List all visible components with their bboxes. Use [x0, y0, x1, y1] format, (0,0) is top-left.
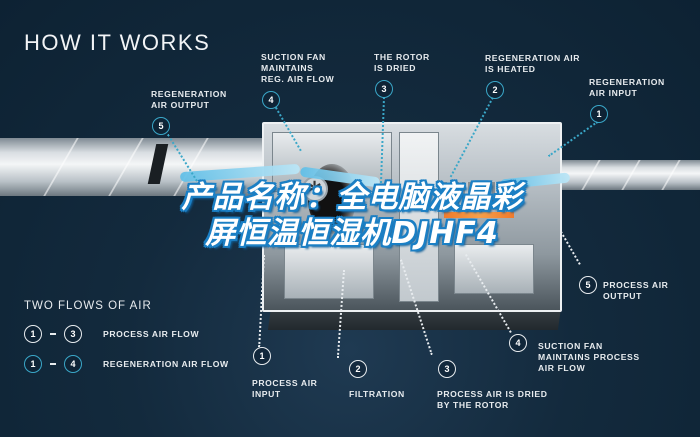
legend-badge-from: 1 [24, 325, 42, 343]
legend-badge-to: 3 [64, 325, 82, 343]
callout-badge-1: 1 [590, 105, 608, 123]
left-air-duct [0, 138, 275, 196]
page-title: HOW IT WORKS [24, 30, 211, 55]
legend-label: REGENERATION AIR FLOW [103, 359, 229, 369]
product-name-overlay: 产品名称：全电脑液晶彩 屏恒温恒湿机DJHF4 [92, 180, 612, 252]
legend-badge-to: 4 [64, 355, 82, 373]
callout-badge-2: 2 [486, 81, 504, 99]
callout-label-rotor-dried: THE ROTOR IS DRIED [374, 52, 430, 73]
callout-label-process-air-input: PROCESS AIR INPUT [252, 378, 318, 399]
callout-badge-1-process: 1 [253, 347, 271, 365]
callout-badge-2-filtration: 2 [349, 360, 367, 378]
callout-label-suction-fan-reg: SUCTION FAN MAINTAINS REG. AIR FLOW [261, 52, 335, 84]
legend-row-regeneration: 1 4 REGENERATION AIR FLOW [24, 355, 229, 373]
legend-title: TWO FLOWS OF AIR [24, 300, 152, 312]
callout-label-process-air-output: PROCESS AIR OUTPUT [603, 280, 669, 301]
dehumidifier-unit [262, 122, 562, 312]
callout-label-regeneration-input: REGENERATION AIR INPUT [589, 77, 665, 98]
callout-label-regeneration-heated: REGENERATION AIR IS HEATED [485, 53, 581, 74]
callout-label-filtration: FILTRATION [349, 389, 405, 399]
legend-badge-from: 1 [24, 355, 42, 373]
product-name-line-2: 屏恒温恒湿机DJHF4 [205, 216, 499, 251]
callout-badge-4: 4 [262, 91, 280, 109]
callout-label-suction-fan-process: SUCTION FAN MAINTAINS PROCESS AIR FLOW [538, 341, 640, 373]
callout-badge-4-process: 4 [509, 334, 527, 352]
right-air-duct [560, 160, 700, 190]
legend-row-process: 1 3 PROCESS AIR FLOW [24, 325, 199, 343]
callout-badge-3: 3 [375, 80, 393, 98]
callout-badge-5-process: 5 [579, 276, 597, 294]
callout-badge-5: 5 [152, 117, 170, 135]
callout-label-regeneration-air-output: REGENERATION AIR OUTPUT [151, 89, 227, 110]
legend-label: PROCESS AIR FLOW [103, 329, 200, 339]
callout-badge-3-process: 3 [438, 360, 456, 378]
product-name-line-1: 产品名称：全电脑液晶彩 [181, 180, 523, 215]
callout-label-process-air-dried: PROCESS AIR IS DRIED BY THE ROTOR [437, 389, 548, 410]
